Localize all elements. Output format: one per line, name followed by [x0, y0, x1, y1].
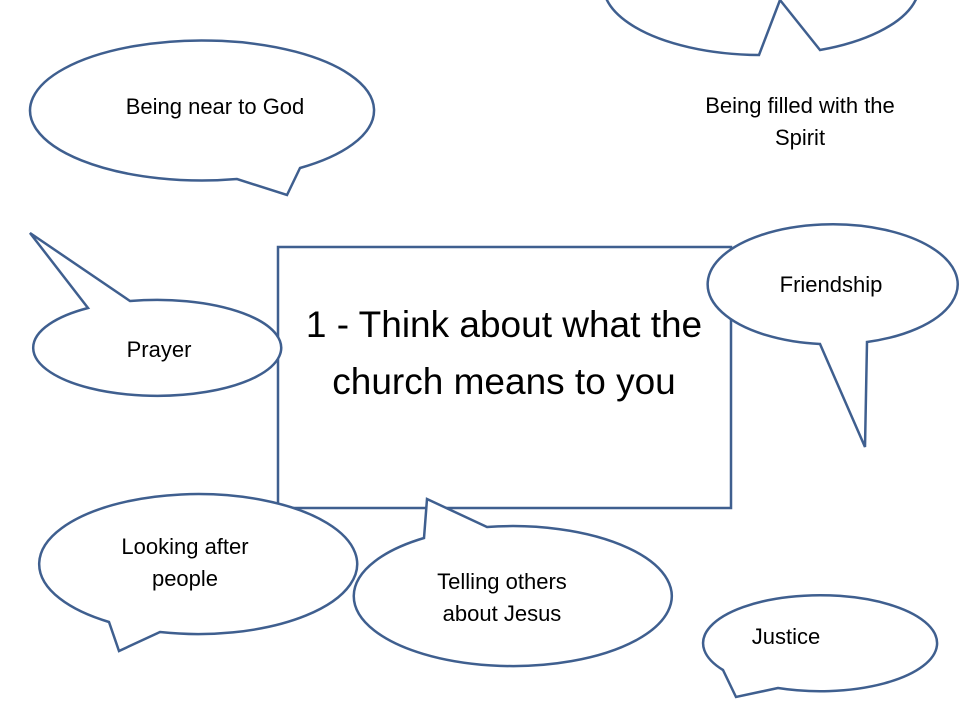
bubble-label-telling-others: Telling others about Jesus	[437, 569, 567, 626]
bubble-justice	[701, 593, 939, 699]
bubble-prayer	[29, 231, 283, 398]
center-box	[276, 245, 733, 510]
bubble-label-prayer: Prayer	[126, 337, 192, 362]
bubble-telling-others	[352, 497, 673, 668]
bubble-label-justice: Justice	[751, 624, 821, 649]
bubble-label-near-god: Being near to God	[125, 94, 305, 119]
bubble-label-friendship: Friendship	[779, 272, 883, 297]
center-title: 1 - Think about what the church means to…	[305, 304, 703, 402]
bubble-filled-spirit	[605, 0, 917, 57]
bubble-label-looking-after: Looking after people	[121, 534, 249, 591]
bubble-near-god	[28, 39, 376, 197]
bubble-looking-after	[37, 492, 359, 653]
bubble-label-filled-spirit: Being filled with the Spirit	[705, 93, 895, 150]
bubble-friendship	[706, 223, 959, 448]
